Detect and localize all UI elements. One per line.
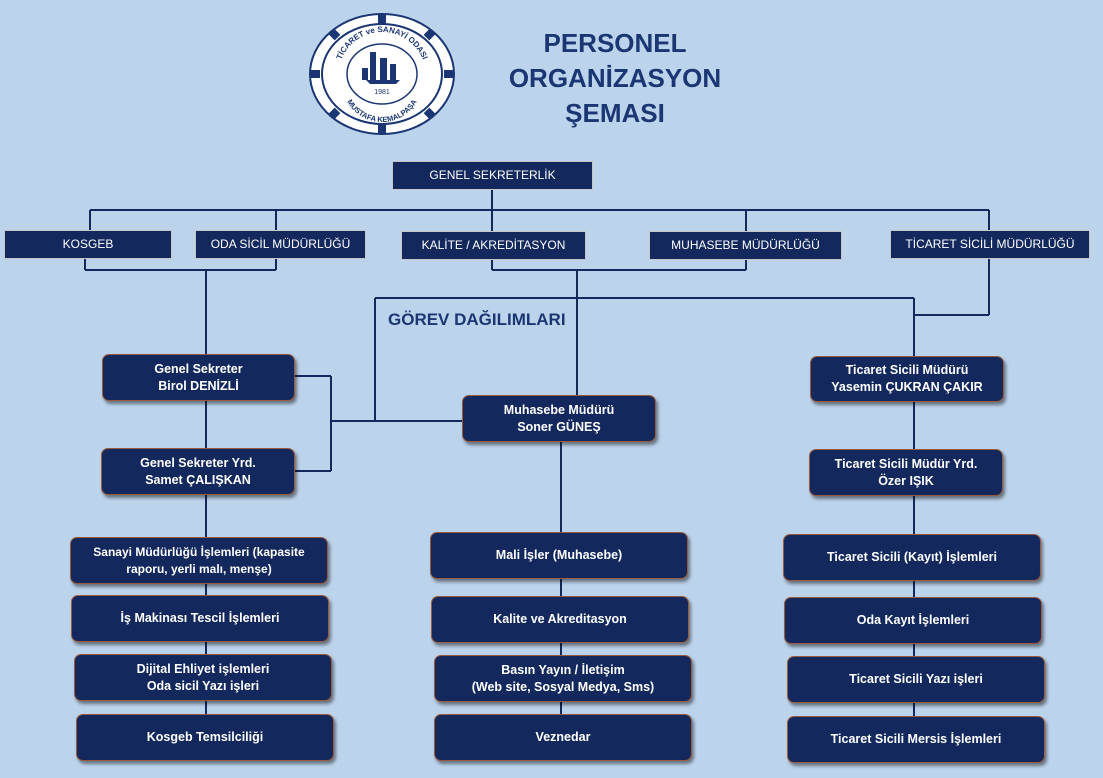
task-right-2: Oda Kayıt İşlemleri — [784, 597, 1042, 644]
task-right-4: Ticaret Sicili Mersis İşlemleri — [787, 716, 1045, 763]
task-middle-3: Basın Yayın / İletişim (Web site, Sosyal… — [434, 655, 692, 702]
page-title: PERSONEL ORGANİZASYON ŞEMASI — [490, 26, 740, 131]
oda-sicil-mudurlugu-box: ODA SİCİL MÜDÜRLÜĞÜ — [195, 230, 366, 259]
title-line-2: ORGANİZASYON — [508, 63, 722, 93]
task-right-1: Ticaret Sicili (Kayıt) İşlemleri — [783, 534, 1041, 581]
genel-sekreter-card: Genel Sekreter Birol DENİZLİ — [102, 354, 295, 401]
chamber-logo: TİCARET ve SANAYİ ODASI MUSTAFA KEMALPAŞ… — [309, 13, 455, 135]
task-left-2: İş Makinası Tescil İşlemleri — [71, 595, 329, 642]
genel-sekreter-yrd-card: Genel Sekreter Yrd. Samet ÇALIŞKAN — [101, 448, 295, 495]
kalite-akreditasyon-box: KALİTE / AKREDİTASYON — [401, 231, 586, 260]
task-left-3: Dijital Ehliyet işlemleri Oda sicil Yazı… — [74, 654, 332, 701]
title-line-1: PERSONEL — [543, 28, 687, 58]
genel-sekreterlik-box: GENEL SEKRETERLİK — [392, 161, 593, 190]
task-right-3: Ticaret Sicili Yazı işleri — [787, 656, 1045, 703]
task-left-1: Sanayi Müdürlüğü İşlemleri (kapasite rap… — [70, 537, 328, 584]
task-middle-2: Kalite ve Akreditasyon — [431, 596, 689, 643]
title-line-3: ŞEMASI — [565, 98, 665, 128]
ticaret-sicili-muduru-yrd-card: Ticaret Sicili Müdür Yrd. Özer IŞIK — [809, 449, 1003, 496]
section-title: GÖREV DAĞILIMLARI — [388, 310, 566, 329]
kosgeb-box: KOSGEB — [4, 230, 172, 259]
ticaret-sicili-mudurlugu-box: TİCARET SİCİLİ MÜDÜRLÜĞÜ — [890, 230, 1090, 259]
muhasebe-muduru-card: Muhasebe Müdürü Soner GÜNEŞ — [462, 395, 656, 442]
logo-year: 1981 — [374, 89, 390, 96]
task-middle-1: Mali İşler (Muhasebe) — [430, 532, 688, 579]
ticaret-sicili-muduru-card: Ticaret Sicili Müdürü Yasemin ÇUKRAN ÇAK… — [810, 356, 1004, 402]
task-left-4: Kosgeb Temsilciliği — [76, 714, 334, 761]
muhasebe-mudurlugu-box: MUHASEBE MÜDÜRLÜĞÜ — [649, 231, 842, 260]
task-middle-4: Veznedar — [434, 714, 692, 761]
